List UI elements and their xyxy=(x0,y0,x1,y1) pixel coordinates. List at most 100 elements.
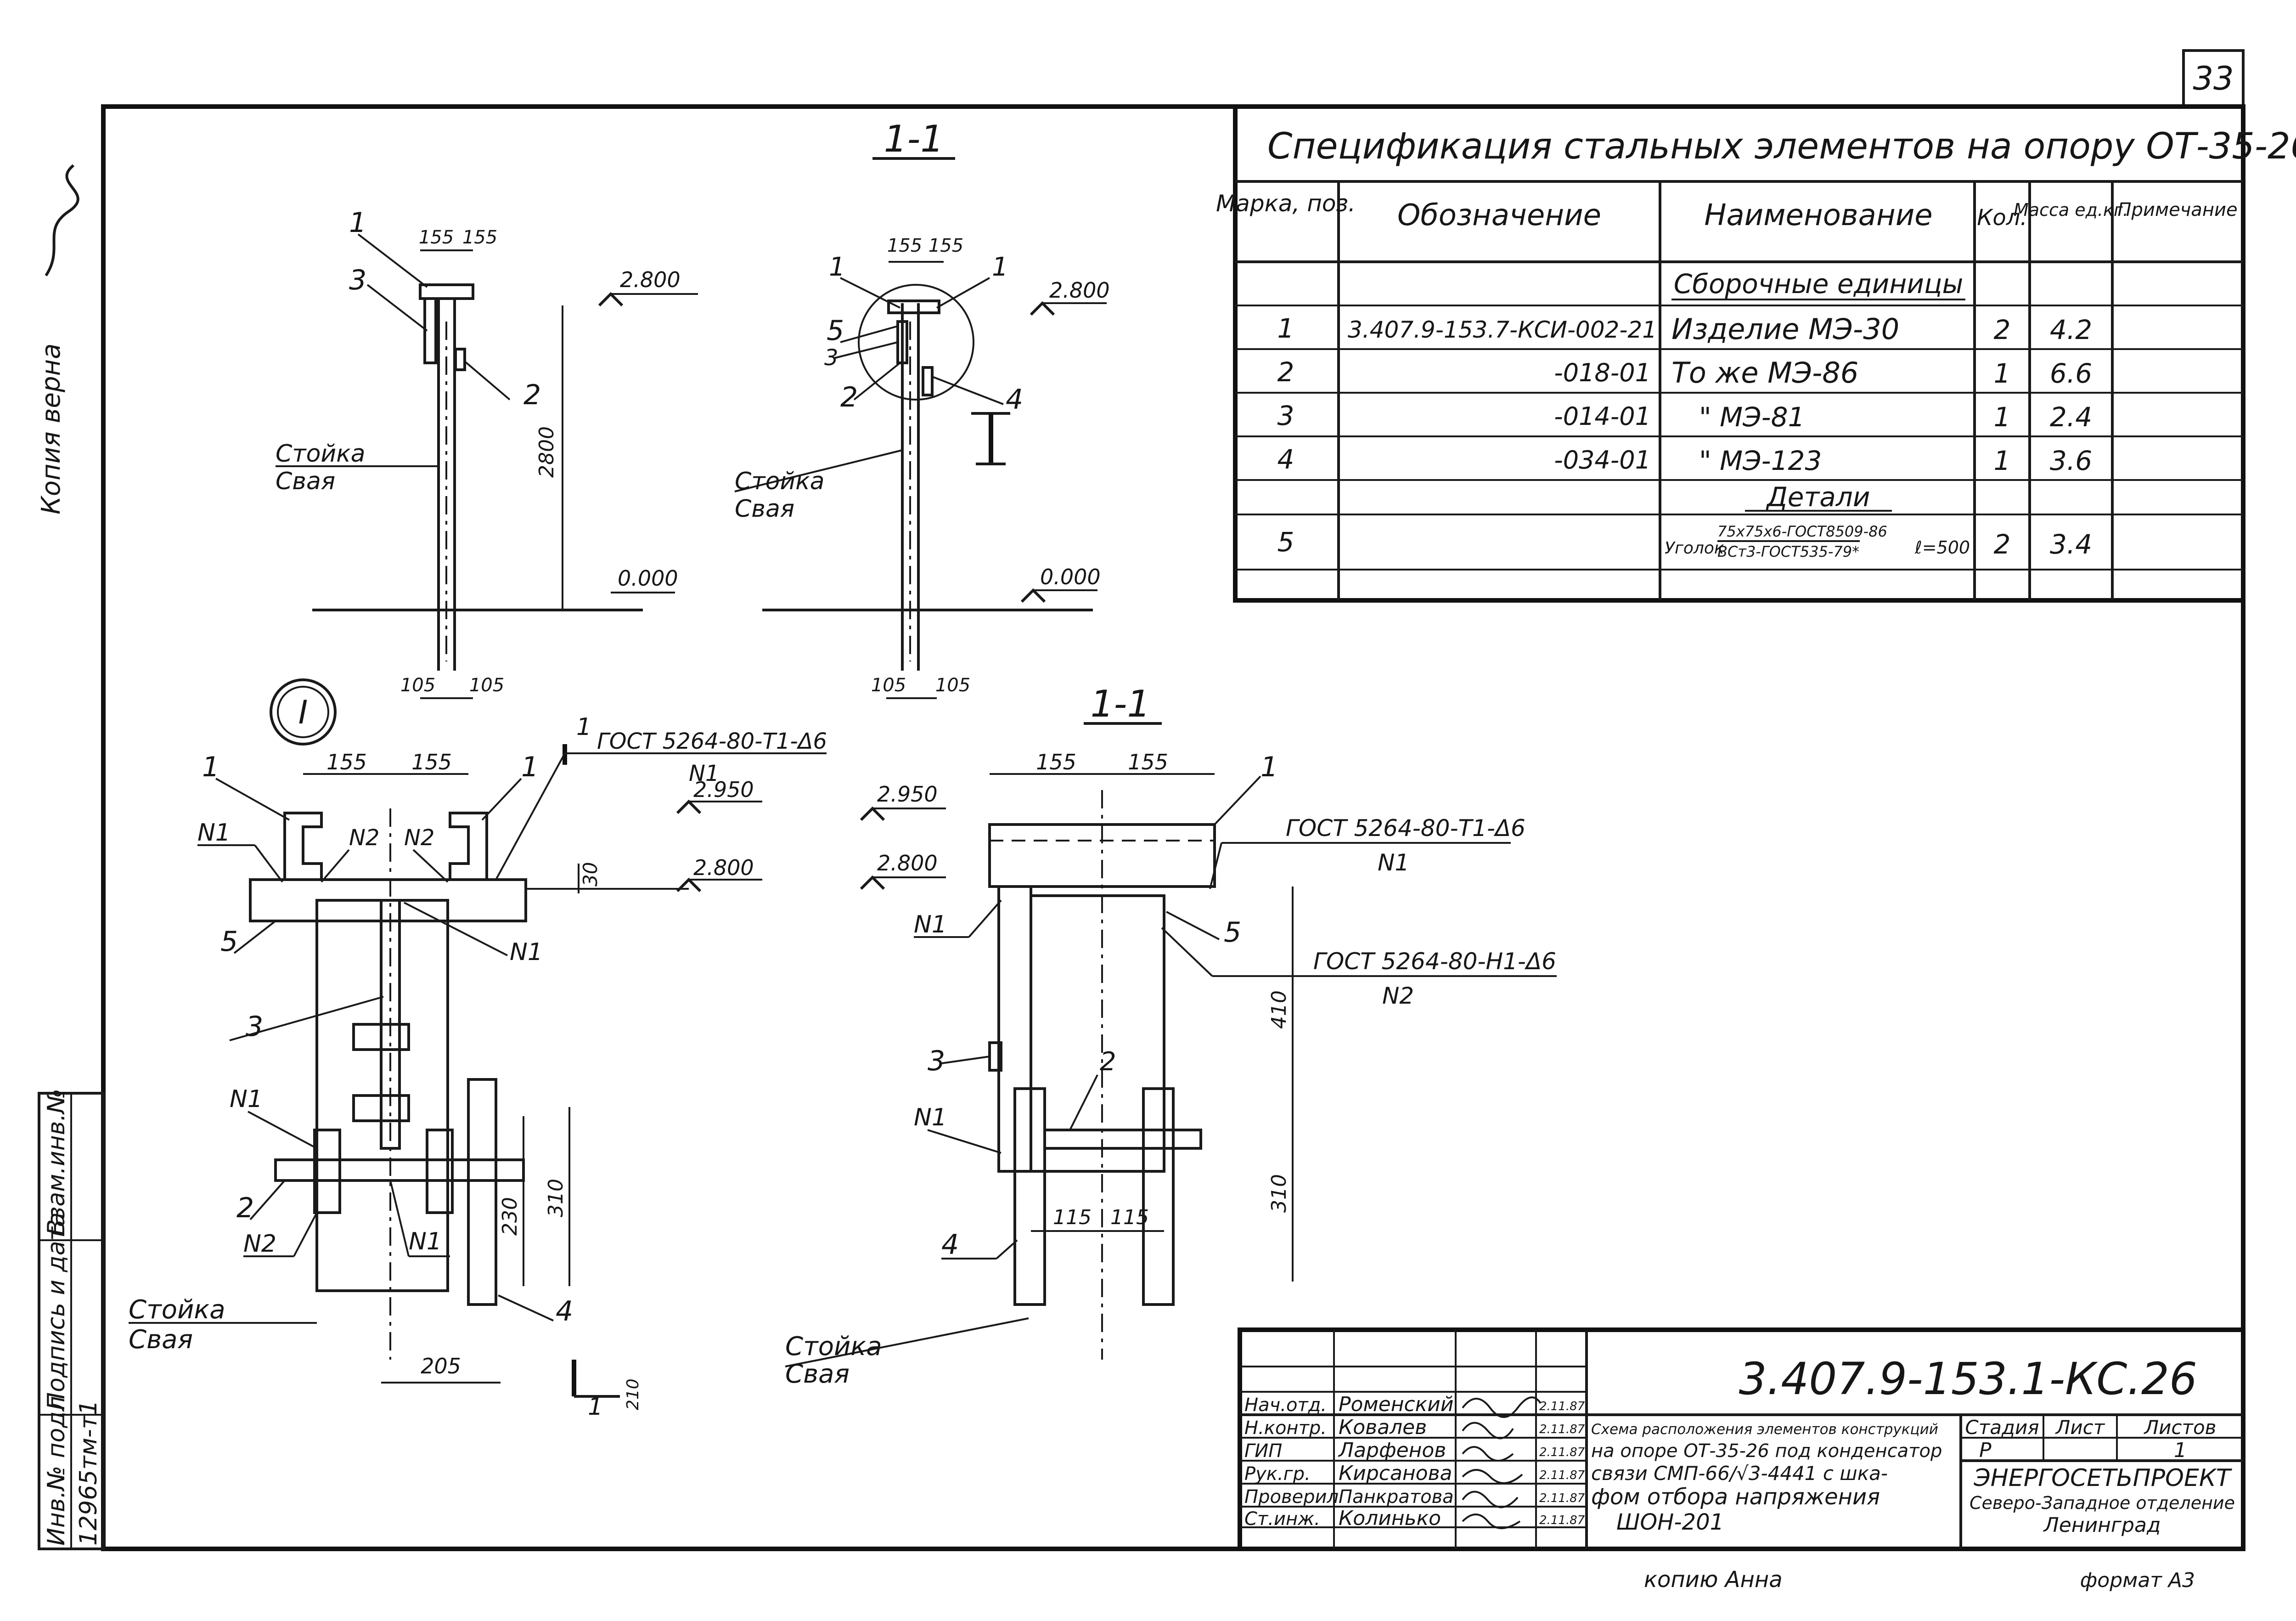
detail-i-weld-n1-mid: N1 xyxy=(510,938,543,966)
detail-i-weld-n1-center: N1 xyxy=(409,1228,442,1255)
section-c-dim-310: 310 xyxy=(1267,1174,1291,1213)
description-line-1: Схема расположения элементов конструкций xyxy=(1591,1421,1938,1438)
detail-i-weld-n1-center-leader xyxy=(389,1180,410,1257)
spec-row-3-pos: 3 xyxy=(1277,400,1294,431)
section-a-leader-3 xyxy=(366,284,428,332)
section-a-leader-2 xyxy=(463,360,511,401)
section-a-caption-pile: Свая xyxy=(276,468,335,495)
section-c-mark-5: 5 xyxy=(1224,916,1241,949)
spec-row-1-pos: 1 xyxy=(1277,313,1294,344)
spec-row-5-bottom: ВСт3-ГОСТ535-79* xyxy=(1717,543,1859,560)
section-c-leader-1 xyxy=(1214,775,1261,825)
spec-row-1-code: 3.407.9-153.7-КСИ-002-21 xyxy=(1348,316,1657,343)
section-b-leader-4 xyxy=(932,376,1004,405)
detail-i-clamp-2 xyxy=(352,1094,410,1122)
spec-row-2-qty: 1 xyxy=(1994,358,2011,389)
signature-6 xyxy=(1462,1514,1521,1529)
role-checked: Проверил xyxy=(1244,1486,1339,1508)
section-b-leader-3 xyxy=(833,341,898,359)
spec-row-2-mass: 6.6 xyxy=(2050,358,2092,389)
section-a-elev-2800: 2.800 xyxy=(620,267,681,292)
section-b-leader-1-right xyxy=(936,277,990,309)
detail-i-mark-1-right: 1 xyxy=(521,751,539,783)
section-b-elev-0000: 0.000 xyxy=(1040,565,1101,589)
detail-i-leader-4 xyxy=(498,1294,554,1322)
spec-row-2-code: -018-01 xyxy=(1554,358,1651,387)
section-c-elev-2800: 2.800 xyxy=(877,851,938,875)
section-a-mark-3: 3 xyxy=(349,264,366,296)
detail-i-weld-ref: 1 xyxy=(576,713,591,741)
detail-i-dim-210: 210 xyxy=(624,1378,642,1410)
spec-row-5-length: ℓ=500 xyxy=(1914,537,1970,558)
section-b: 155 155 105 105 2.800 0.000 1 1 5 3 2 4 … xyxy=(734,235,1110,699)
section-c-elev-mark-top xyxy=(860,806,885,821)
sheet-number: 33 xyxy=(2193,60,2234,97)
spec-row-3-qty: 1 xyxy=(1994,401,2011,433)
detail-i-dim-205: 205 xyxy=(421,1354,461,1378)
spec-row-5-top: 75x75x6-ГОСТ8509-86 xyxy=(1717,523,1887,540)
section-a-caption-post: Стойка xyxy=(276,440,365,468)
spec-row-4-name: " МЭ-123 xyxy=(1699,445,1822,476)
description-line-5: ШОН-201 xyxy=(1616,1509,1724,1535)
spec-row-3-code: -014-01 xyxy=(1554,402,1651,431)
date-4: 2.11.87 xyxy=(1539,1469,1585,1482)
spec-section-assembly: Сборочные единицы xyxy=(1674,268,1964,299)
role-group-lead: Рук.гр. xyxy=(1244,1463,1311,1485)
detail-i-mark-4: 4 xyxy=(556,1295,573,1327)
section-c-weld-leader-1 xyxy=(1209,842,1222,889)
section-c-weld-sub-2: N2 xyxy=(1382,983,1414,1009)
detail-i-weld-n2-left: N2 xyxy=(349,825,379,851)
section-c-crossbar xyxy=(1043,1129,1202,1150)
section-c-mark-1: 1 xyxy=(1261,751,1278,783)
detail-i-lug-right xyxy=(426,1129,454,1214)
detail-i-dim-155-1: 155 xyxy=(326,750,367,774)
side-inv-number: 12965тм-т1 xyxy=(75,1400,102,1546)
spec-section-details: Детали xyxy=(1765,481,1870,513)
section-c-leader-2 xyxy=(1069,1074,1098,1130)
signature-2 xyxy=(1462,1422,1514,1440)
section-c: 1-1 155 155 410 310 115 115 2.950 2.800 … xyxy=(785,683,1557,1389)
section-c-dim-115-2: 115 xyxy=(1110,1206,1149,1229)
section-b-dim-105-1: 105 xyxy=(871,675,906,696)
section-b-cap-plate xyxy=(887,299,940,314)
title-block-frame xyxy=(1238,1327,2245,1551)
section-c-caption-post: Стойка xyxy=(785,1332,882,1361)
detail-i-dim-310: 310 xyxy=(544,1179,568,1217)
name-checked: Панкратова xyxy=(1339,1486,1454,1508)
section-b-mark-1-right: 1 xyxy=(992,252,1008,282)
detail-i-leader-1-right xyxy=(481,778,522,821)
section-c-caption-pile: Свая xyxy=(785,1359,850,1389)
date-1: 2.11.87 xyxy=(1539,1400,1585,1413)
name-head: Роменский xyxy=(1339,1393,1453,1416)
section-a-elev-mark-top xyxy=(598,292,624,307)
detail-i-caption-post: Стойка xyxy=(129,1295,225,1325)
stage-value-sheets: 1 xyxy=(2174,1439,2187,1462)
section-c-post-body xyxy=(1030,894,1165,1173)
detail-i-weld-n1-lower-leader xyxy=(248,1111,317,1149)
spec-row-4-pos: 4 xyxy=(1277,444,1294,475)
stage-header-sheet: Лист xyxy=(2055,1416,2105,1439)
side-label-inv-original: Инв.№ подл xyxy=(43,1396,70,1546)
title-block-doc-code: 3.407.9-153.1-КС.26 xyxy=(1739,1353,2197,1405)
section-a-mark-2: 2 xyxy=(523,379,541,411)
spec-header-qty: Кол. xyxy=(1977,205,2027,231)
detail-i-section-ref: 1 xyxy=(588,1393,603,1421)
name-senior-engineer: Колинько xyxy=(1339,1507,1441,1530)
spec-row-1-mass: 4.2 xyxy=(2050,314,2092,345)
signature-4 xyxy=(1462,1469,1523,1484)
section-b-caption-leader xyxy=(734,449,903,492)
section-b-mark-2: 2 xyxy=(840,381,858,413)
section-b-dim-155-1: 155 xyxy=(887,235,922,256)
spec-row-5-mass: 3.4 xyxy=(2050,529,2092,560)
spec-row-1-name: Изделие МЭ-30 xyxy=(1671,312,1899,346)
section-c-weld-note-1: ГОСТ 5264-80-Т1-Δ6 xyxy=(1286,815,1525,842)
section-c-pile-left xyxy=(1013,1087,1046,1306)
detail-i-weld-n1-lower: N1 xyxy=(230,1085,263,1113)
detail-i-elev-2800: 2.800 xyxy=(693,855,754,880)
section-a-leader-1 xyxy=(357,233,428,288)
role-head: Нач.отд. xyxy=(1244,1395,1327,1416)
section-b-elev-2800: 2.800 xyxy=(1049,278,1110,303)
section-c-weld-n1-lower-leader xyxy=(927,1129,1002,1154)
spec-row-4-code: -034-01 xyxy=(1554,446,1651,474)
role-chief-engineer: ГИП xyxy=(1244,1440,1282,1462)
